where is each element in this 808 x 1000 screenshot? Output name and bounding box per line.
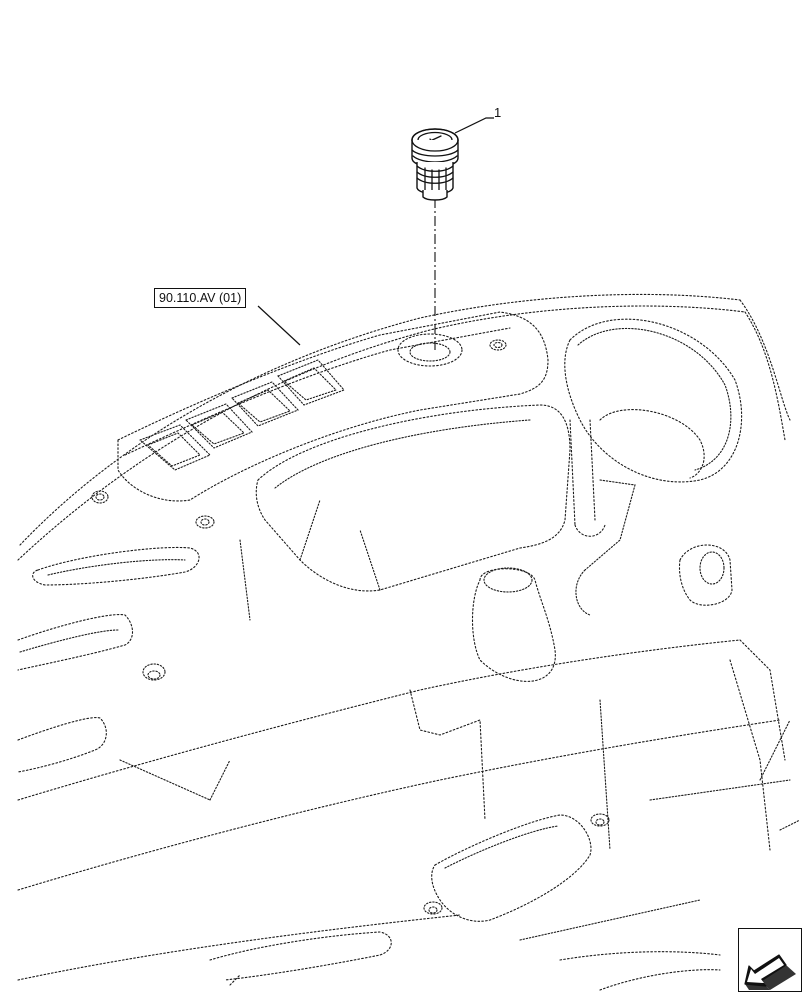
- callout-number-1[interactable]: 1: [494, 105, 502, 120]
- callout-leader-1: [454, 117, 494, 134]
- lighter-socket-icon[interactable]: [411, 128, 459, 201]
- navigation-button[interactable]: [738, 928, 802, 992]
- callout-leader-ref: [257, 305, 301, 346]
- reference-label[interactable]: 90.110.AV (01): [154, 288, 247, 308]
- console-outline: [17, 293, 801, 991]
- return-arrow-icon: [744, 954, 796, 990]
